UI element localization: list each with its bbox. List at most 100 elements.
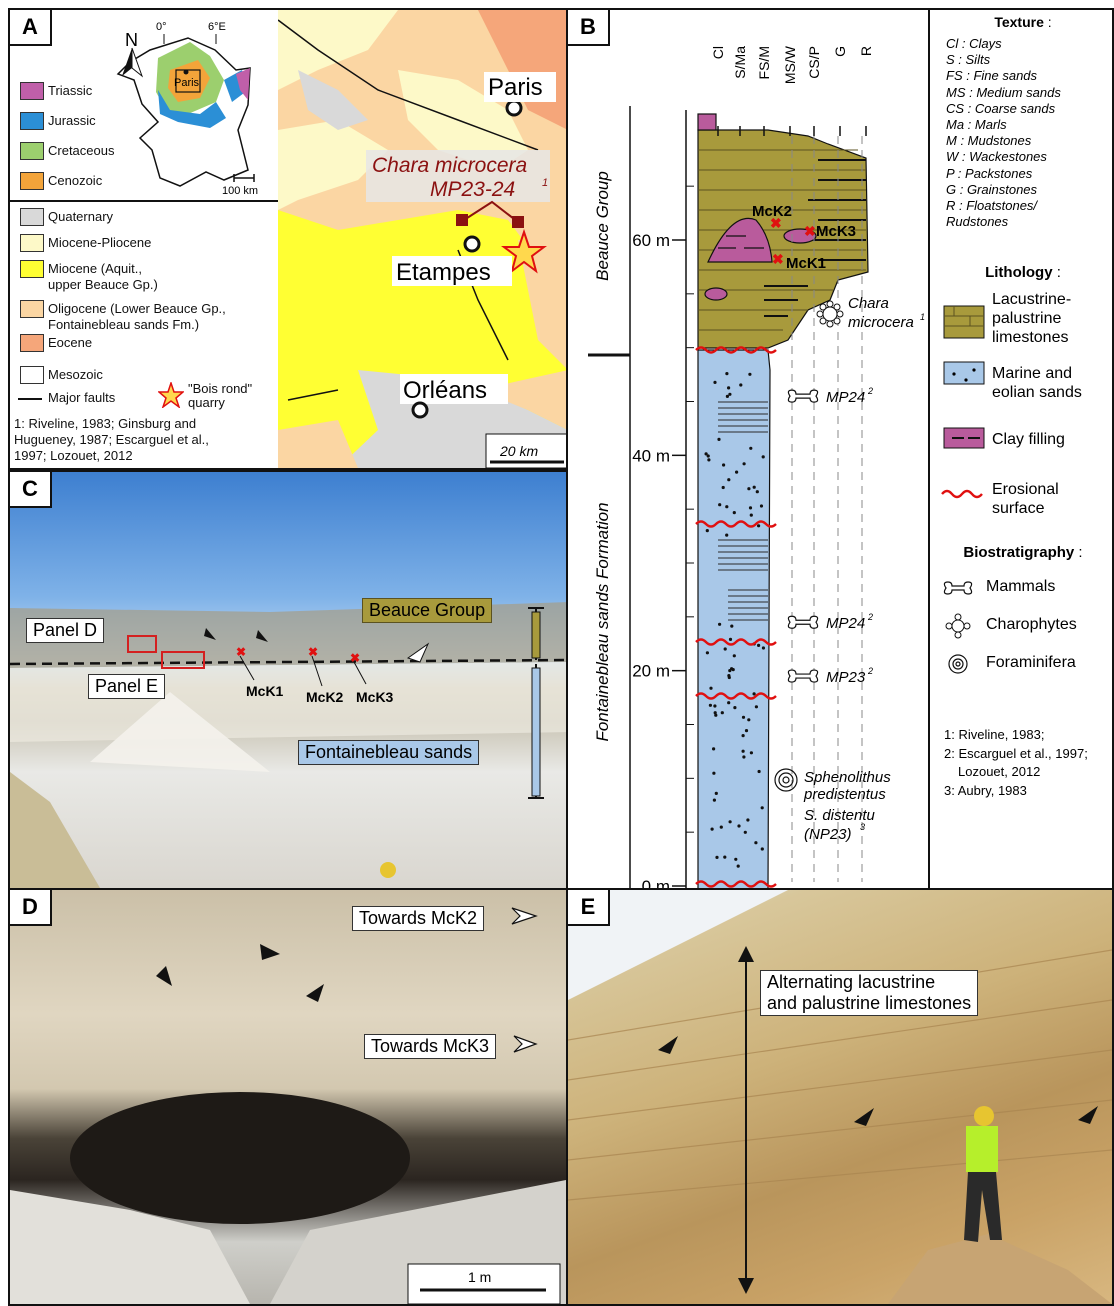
erosion-swatch-icon [941, 489, 983, 499]
north-arrow-icon [122, 47, 144, 78]
svg-text:✖: ✖ [804, 223, 816, 239]
sand-dot-pattern [704, 372, 765, 868]
quarry-star-icon [501, 228, 547, 274]
lithology-swatches [941, 305, 985, 499]
alternating-limestones-callout: Alternating lacustrine and palustrine li… [760, 970, 979, 1016]
cave-photo: 1 m [10, 907, 566, 1304]
panel-e-label: E [568, 890, 610, 926]
texture-item: CS : Coarse sands [946, 100, 1056, 116]
panel-e-callout: Panel E [88, 674, 166, 699]
depth-axis: 0 m20 m40 m60 m [632, 185, 694, 888]
legend-label: Miocene (Aquit.,upper Beauce Gp.) [48, 261, 158, 292]
texture-column-header: FS/M [756, 46, 772, 79]
foraminifera-legend-icon [948, 654, 968, 674]
arrowhead-icon [306, 984, 324, 1002]
panel-b-references: 1: Riveline, 1983;2: Escarguel et al., 1… [944, 726, 1088, 800]
map-scale-label: 20 km [499, 443, 538, 459]
svg-text:✖: ✖ [772, 251, 784, 267]
panel-d-label: D [10, 890, 52, 926]
texture-item: P : Packstones [946, 165, 1033, 181]
limestone-photo [568, 890, 1112, 1304]
species-sup: 1 [542, 177, 548, 189]
texture-column-header: CS/P [806, 46, 822, 79]
depth-tick-label: 60 m [632, 231, 670, 250]
charophyte-legend-icon [945, 613, 971, 639]
beauce-callout: Beauce Group [362, 598, 493, 623]
legend-swatch [20, 142, 44, 160]
foram-label-2: predistentus [803, 786, 886, 803]
legend-label: Eocene [48, 335, 93, 350]
photo-mck2: McK2 [306, 689, 344, 705]
inset-paris-label: Paris [174, 77, 200, 89]
texture-item: W : Wackestones [946, 149, 1047, 165]
legend-label: Cenozoic [48, 173, 103, 188]
svg-text:✖: ✖ [770, 215, 782, 231]
texture-title: Texture [994, 14, 1044, 30]
star-icon [158, 382, 184, 408]
quarry-legend: "Bois rond" quarry [188, 381, 253, 410]
texture-column-header: G [832, 46, 848, 57]
texture-column-header: R [858, 46, 874, 56]
compass-n-label: N [125, 30, 138, 50]
panel-c-label: C [10, 472, 52, 508]
foraminifera-icon [774, 768, 798, 792]
legend-swatch [20, 208, 44, 226]
biostrat-title: Biostratigraphy [963, 544, 1075, 561]
panel-d: D [8, 888, 568, 1306]
panel-e: E Alternating lacustrine and palust [566, 888, 1114, 1306]
towards-mck3-callout: Towards McK3 [364, 1034, 497, 1059]
panel-c: C ✖✖✖ McK1 McK2 McK3 P [8, 470, 568, 890]
panel-d-callout: Panel D [26, 618, 105, 643]
svg-text:✖: ✖ [236, 645, 246, 659]
reference-item: 3: Aubry, 1983 [944, 782, 1027, 798]
cave-scale-label: 1 m [468, 1269, 491, 1285]
sample-mck3: McK3 [816, 223, 856, 240]
texture-item: M : Mudstones [946, 133, 1032, 149]
mammal-zone-label: MP23 [826, 669, 866, 686]
arrowhead-icon [658, 1036, 678, 1054]
panel-a: A Paris 0° 6°E [8, 8, 568, 470]
species-name: Chara microcera [372, 154, 527, 177]
biostrat-item: Foraminifera [986, 654, 1076, 671]
texture-column-header: MS/W [782, 45, 798, 84]
photo-mck3: McK3 [356, 689, 394, 705]
panel-a-label: A [10, 10, 52, 46]
fontainebleau-callout: Fontainebleau sands [298, 740, 480, 765]
mammal-zone-sup: 2 [867, 612, 873, 622]
mammal-bone-icon [943, 581, 973, 595]
texture-item: R : Floatstones/ [946, 198, 1038, 214]
arrowhead-icon [1078, 1106, 1098, 1124]
panel-b-label: B [568, 10, 610, 46]
arrowhead-icon [406, 642, 430, 663]
france-scale-label: 100 km [222, 185, 258, 197]
texture-item: G : Grainstones [946, 181, 1038, 197]
reference-item: 2: Escarguel et al., 1997; [944, 745, 1088, 761]
foram-sup: 3 [860, 822, 865, 832]
reference-item: Lozouet, 2012 [958, 764, 1041, 779]
depth-tick-label: 20 m [632, 662, 670, 681]
legend-label: Triassic [48, 83, 93, 98]
map-orleans-label: Orléans [403, 377, 487, 404]
legend-label: Mesozoic [48, 367, 103, 382]
sample-mck1: McK1 [786, 255, 826, 272]
lithology-title: Lithology [985, 264, 1053, 281]
foram-label-1: Sphenolithus [804, 769, 891, 786]
charophyte-icon [816, 300, 844, 328]
sample-mck2: McK2 [752, 203, 792, 220]
species-mp-range: MP23-24 [430, 178, 515, 201]
panel-b: B [566, 8, 1114, 890]
legend-swatch [20, 300, 44, 318]
geological-map: Chara microcera MP23-24 1 Etampes Paris … [278, 10, 566, 468]
mammal-zone-sup: 2 [867, 666, 873, 676]
legend-swatch [20, 172, 44, 190]
legend-label: Jurassic [48, 113, 96, 128]
photo-mck1: McK1 [246, 683, 284, 699]
arrowhead-icon [156, 966, 172, 986]
svg-text:✖: ✖ [308, 645, 318, 659]
